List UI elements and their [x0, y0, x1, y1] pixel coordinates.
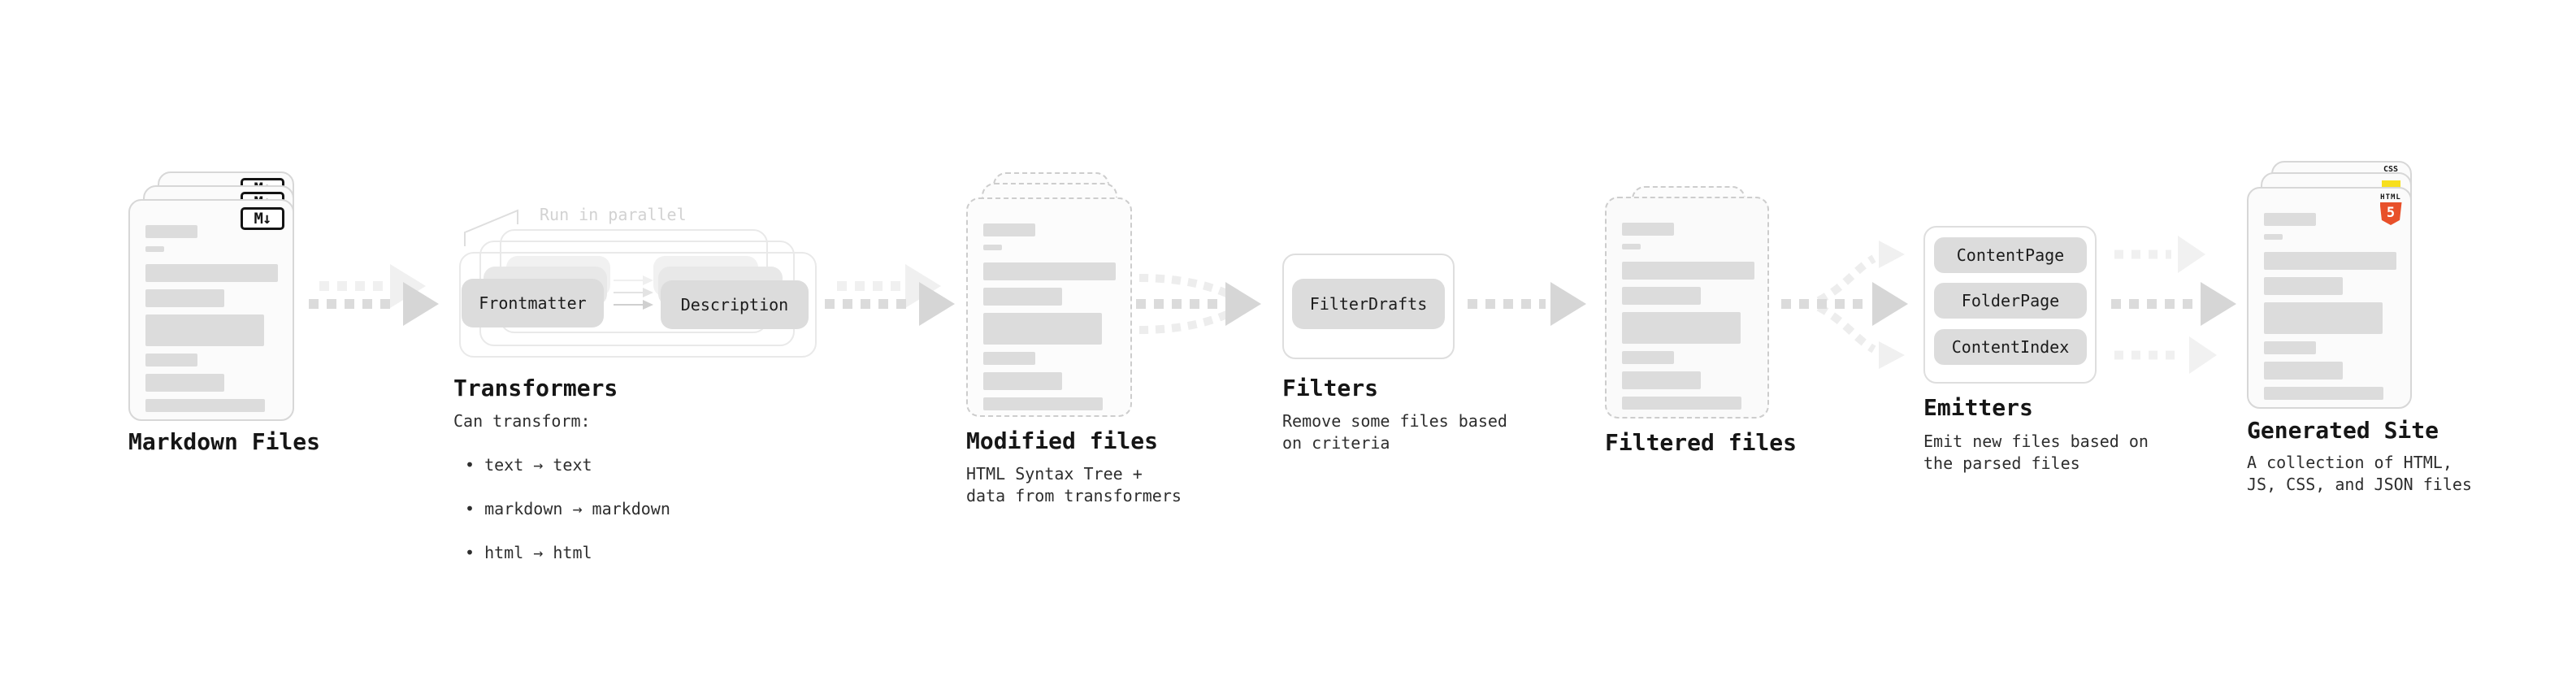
arrow-transformers-to-modified: [825, 264, 955, 326]
converge-curve-bottom: [1138, 304, 1242, 334]
emitter-arrow-bottom: [2114, 336, 2217, 374]
filters-label: Filters: [1282, 375, 1379, 401]
transform-flow-arrow: [614, 275, 653, 285]
file-content-bars: [145, 225, 278, 412]
bullet-item: • html → html: [465, 543, 592, 562]
filter-box-filterdrafts: FilterDrafts: [1292, 279, 1445, 329]
run-in-parallel-leader-line: [464, 209, 518, 246]
transform-flow-arrow: [614, 300, 653, 310]
css-icon-label: CSS: [2383, 165, 2399, 174]
transformer-box-description: Description: [661, 280, 809, 329]
transformer-layer-front: [459, 252, 817, 358]
emitter-box-contentindex: ContentIndex: [1934, 329, 2087, 365]
modified-file-card-front: [966, 197, 1132, 417]
html5-icon-label: HTML: [2380, 193, 2401, 202]
filters-description: Remove some files based on criteria: [1282, 411, 1507, 453]
markdown-files-label: Markdown Files: [128, 428, 321, 455]
transformers-bullet-list: • text → text • markdown → markdown • ht…: [465, 432, 670, 586]
fanout-curve-top: [1816, 254, 1876, 305]
bullet-item: • markdown → markdown: [465, 499, 670, 518]
html5-icon: HTML 5: [2379, 193, 2403, 225]
arrow-emitters-to-generated: [2111, 236, 2236, 374]
transformers-heading: Can transform:: [453, 411, 591, 431]
generated-site-label: Generated Site: [2247, 417, 2439, 444]
emitters-label: Emitters: [1923, 394, 2033, 421]
file-content-bars: [2264, 213, 2396, 400]
markdown-icon: M↓: [241, 207, 284, 230]
arrow-markdown-to-transformers: [309, 264, 439, 326]
file-content-bars: [983, 223, 1116, 410]
markdown-file-card-front: M↓: [128, 199, 294, 421]
arrow-filtered-to-emitters: [1781, 241, 1908, 369]
arrow-filters-to-filtered: [1468, 282, 1586, 326]
emitter-arrow-top: [2114, 236, 2205, 273]
transformers-label: Transformers: [453, 375, 618, 401]
file-content-bars: [1622, 223, 1754, 410]
fanout-curve-bottom: [1816, 303, 1876, 354]
modified-files-label: Modified files: [966, 427, 1159, 454]
arrow-modified-to-filters: [1136, 274, 1261, 334]
generated-file-card-html: HTML 5: [2247, 187, 2412, 409]
modified-files-description: HTML Syntax Tree + data from transformer…: [966, 464, 1182, 505]
emitters-description: Emit new files based on the parsed files: [1923, 432, 2149, 473]
emitter-arrow-middle: [2111, 282, 2236, 326]
converge-curve-top: [1138, 274, 1242, 304]
filtered-file-card-front: [1605, 197, 1769, 419]
transformer-box-frontmatter: Frontmatter: [462, 279, 604, 327]
generated-site-description: A collection of HTML, JS, CSS, and JSON …: [2247, 453, 2472, 494]
bullet-item: • text → text: [465, 455, 592, 475]
emitter-box-contentpage: ContentPage: [1934, 237, 2087, 273]
emitter-box-folderpage: FolderPage: [1934, 283, 2087, 319]
transform-flow-arrow: [614, 288, 653, 297]
run-in-parallel-annotation: Run in parallel: [540, 205, 687, 224]
filtered-files-label: Filtered files: [1605, 429, 1798, 456]
